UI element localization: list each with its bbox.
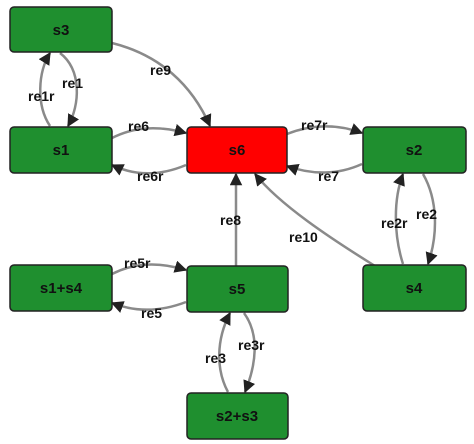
svg-text:s5: s5 xyxy=(229,281,246,298)
edge-label-re1r: re1r xyxy=(28,88,55,104)
svg-text:s2: s2 xyxy=(406,142,423,159)
node-s1[interactable]: s1 xyxy=(9,126,113,174)
edge-re10 xyxy=(254,173,376,268)
edge-label-re3: re3 xyxy=(205,350,226,366)
edge-label-re8: re8 xyxy=(220,212,241,228)
edge-re2r xyxy=(393,172,405,265)
edge-label-re5r: re5r xyxy=(124,255,151,271)
svg-text:s2+s3: s2+s3 xyxy=(216,408,258,425)
edge-label-re6: re6 xyxy=(128,118,149,134)
node-s3[interactable]: s3 xyxy=(9,6,113,53)
edge-label-re7r: re7r xyxy=(301,117,328,133)
edge-label-re7: re7 xyxy=(318,168,339,184)
edge-label-re9: re9 xyxy=(150,62,171,78)
edge-re7r xyxy=(286,123,364,136)
edge-re3 xyxy=(218,311,232,393)
edge-re1 xyxy=(59,52,80,128)
edge-re5 xyxy=(110,300,187,313)
edge-re6r xyxy=(110,163,187,176)
edge-label-re1: re1 xyxy=(62,75,83,91)
svg-text:s6: s6 xyxy=(229,142,246,159)
edge-label-re3r: re3r xyxy=(238,337,265,353)
edge-re9 xyxy=(111,41,212,128)
node-s4[interactable]: s4 xyxy=(362,264,467,312)
node-s2[interactable]: s2 xyxy=(362,126,467,174)
node-s6[interactable]: s6 xyxy=(186,126,288,174)
edge-re6 xyxy=(111,124,188,140)
edge-re7 xyxy=(285,162,363,176)
svg-text:s1+s4: s1+s4 xyxy=(40,280,83,297)
edge-re2 xyxy=(421,173,438,266)
edge-re3r xyxy=(242,312,256,394)
svg-text:s3: s3 xyxy=(53,22,70,39)
edge-re5r xyxy=(111,260,188,276)
svg-text:s1: s1 xyxy=(53,142,70,159)
edge-label-re6r: re6r xyxy=(137,168,164,184)
edge-label-re10: re10 xyxy=(289,229,318,245)
node-s1-s4[interactable]: s1+s4 xyxy=(9,264,113,312)
node-s2-s3[interactable]: s2+s3 xyxy=(186,392,289,440)
edge-label-re5: re5 xyxy=(141,305,162,321)
edge-label-re2: re2 xyxy=(416,206,437,222)
edge-label-re2r: re2r xyxy=(381,215,408,231)
edge-re1r xyxy=(38,51,52,127)
svg-text:s4: s4 xyxy=(406,280,423,297)
node-s5[interactable]: s5 xyxy=(186,265,289,313)
